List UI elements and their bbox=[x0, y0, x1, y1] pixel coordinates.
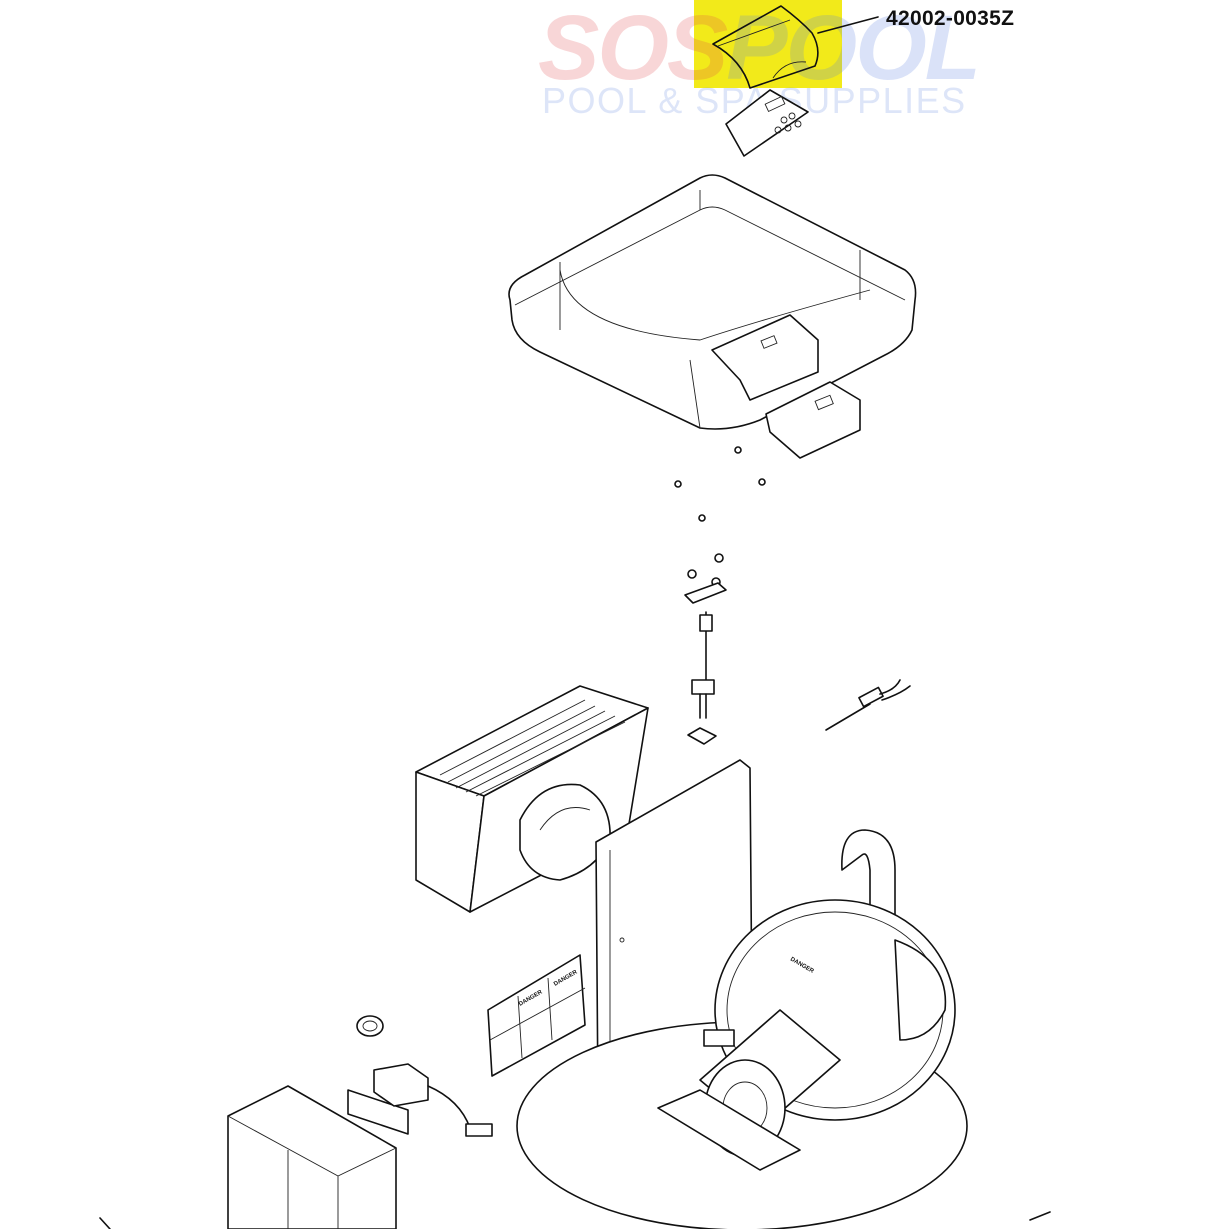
air-intake-box bbox=[415, 685, 649, 913]
junction-box bbox=[227, 1085, 397, 1229]
igniter-assembly bbox=[684, 582, 727, 745]
watermark-logo: SOSPOOL bbox=[538, 0, 981, 101]
control-overlay bbox=[725, 89, 809, 157]
bezel-part-42002-0035Z[interactable] bbox=[712, 5, 819, 89]
danger-label: DANGER DANGER bbox=[487, 954, 586, 1077]
edge-parts bbox=[99, 1211, 1051, 1229]
blower-assembly: DANGER bbox=[657, 829, 956, 1171]
callout-leader-line bbox=[817, 16, 879, 34]
top-cover bbox=[508, 174, 917, 459]
transformer-assembly bbox=[347, 1015, 493, 1137]
part-number-callout[interactable]: 42002-0035Z bbox=[886, 7, 1015, 30]
flame-sensor bbox=[825, 679, 911, 731]
watermark-sos: SOS bbox=[538, 0, 728, 99]
screws bbox=[674, 446, 766, 587]
